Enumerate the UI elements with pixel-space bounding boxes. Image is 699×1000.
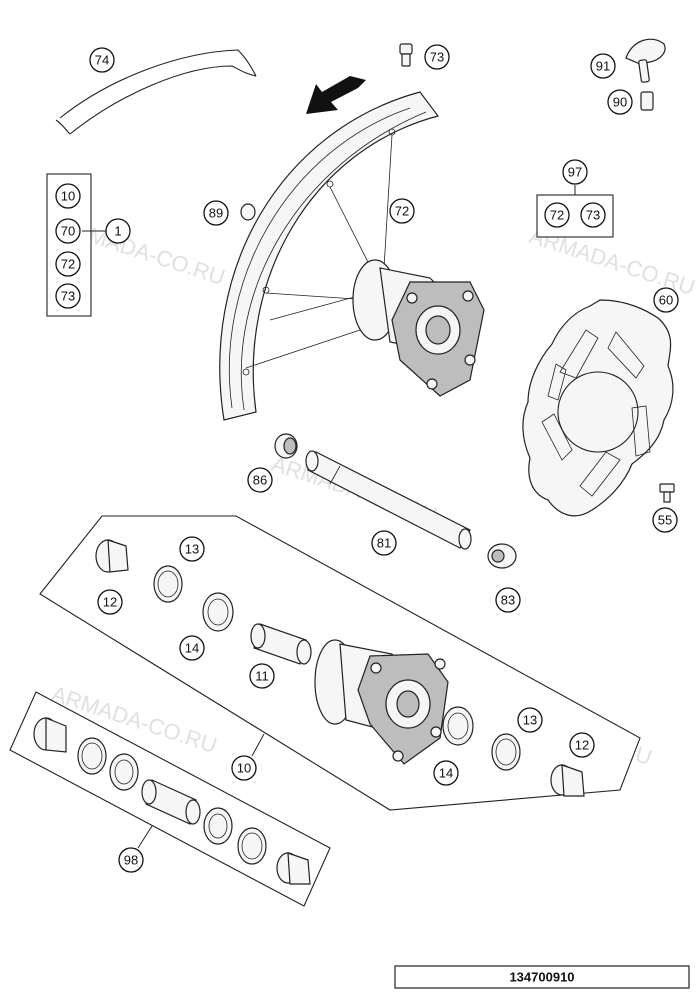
callout-83[interactable]: 83 — [495, 587, 521, 613]
svg-text:97: 97 — [568, 165, 582, 180]
svg-text:10: 10 — [237, 761, 251, 776]
callout-73-valve[interactable]: 73 — [424, 44, 450, 70]
callout-10-hub[interactable]: 10 — [231, 755, 257, 781]
valve-part — [399, 43, 413, 67]
callout-55[interactable]: 55 — [652, 507, 678, 533]
callout-72-kit[interactable]: 72 — [544, 202, 570, 228]
bearing-kit-right-parts — [442, 706, 585, 797]
svg-text:55: 55 — [658, 513, 672, 528]
callout-10-side[interactable]: 10 — [55, 183, 81, 209]
rim-tape-part — [55, 49, 257, 135]
callout-72-rim[interactable]: 72 — [389, 198, 415, 224]
callout-12-left[interactable]: 12 — [97, 589, 123, 615]
spacer-part — [487, 543, 517, 569]
plug-part — [240, 203, 256, 221]
wheel-rim-part — [219, 91, 440, 421]
callout-91[interactable]: 91 — [590, 53, 616, 79]
svg-text:12: 12 — [103, 595, 117, 610]
callout-97[interactable]: 97 — [562, 159, 588, 185]
callout-73-side[interactable]: 73 — [55, 283, 81, 309]
svg-text:74: 74 — [95, 53, 109, 68]
bearing-kit-parts — [33, 717, 311, 885]
svg-text:81: 81 — [377, 536, 391, 551]
rotation-arrow-icon — [306, 76, 366, 114]
wheel-hub-part — [352, 259, 485, 397]
callout-1[interactable]: 1 — [105, 218, 131, 244]
hub-body-part — [314, 639, 449, 765]
svg-text:90: 90 — [613, 95, 627, 110]
callout-72-side[interactable]: 72 — [55, 251, 81, 277]
svg-text:72: 72 — [550, 208, 564, 223]
callout-74[interactable]: 74 — [89, 47, 115, 73]
reference-number: 134700910 — [509, 970, 574, 985]
svg-text:13: 13 — [185, 542, 199, 557]
svg-text:14: 14 — [439, 766, 453, 781]
callout-60[interactable]: 60 — [653, 287, 679, 313]
bearing-kit-left-parts — [95, 539, 312, 665]
svg-text:91: 91 — [596, 59, 610, 74]
callout-70-side[interactable]: 70 — [55, 218, 81, 244]
callout-12-right[interactable]: 12 — [569, 732, 595, 758]
svg-text:86: 86 — [253, 473, 267, 488]
svg-text:13: 13 — [523, 713, 537, 728]
spoke-nipple-part — [640, 91, 654, 111]
svg-text:72: 72 — [395, 204, 409, 219]
svg-text:12: 12 — [575, 738, 589, 753]
callout-13-left[interactable]: 13 — [179, 536, 205, 562]
seal-part — [274, 433, 298, 459]
callout-81[interactable]: 81 — [371, 530, 397, 556]
svg-text:98: 98 — [124, 853, 138, 868]
spoke-wrench-part — [625, 38, 666, 83]
callout-98[interactable]: 98 — [118, 847, 144, 873]
disc-bolt-part — [659, 483, 675, 503]
callout-90[interactable]: 90 — [607, 89, 633, 115]
svg-text:83: 83 — [501, 593, 515, 608]
svg-text:10: 10 — [61, 189, 75, 204]
svg-text:1: 1 — [114, 224, 121, 239]
brake-disc-part — [522, 299, 674, 517]
svg-text:14: 14 — [185, 641, 199, 656]
callout-14-left[interactable]: 14 — [179, 635, 205, 661]
svg-text:60: 60 — [659, 293, 673, 308]
callout-89[interactable]: 89 — [203, 200, 229, 226]
leader-line — [137, 825, 153, 849]
svg-text:11: 11 — [255, 669, 269, 684]
svg-text:73: 73 — [61, 289, 75, 304]
callout-86[interactable]: 86 — [247, 467, 273, 493]
callout-73-kit[interactable]: 73 — [580, 202, 606, 228]
svg-text:73: 73 — [586, 208, 600, 223]
svg-text:72: 72 — [61, 257, 75, 272]
svg-text:70: 70 — [61, 224, 75, 239]
callout-11[interactable]: 11 — [249, 663, 275, 689]
svg-text:89: 89 — [209, 206, 223, 221]
leader-line — [251, 733, 265, 757]
reference-number-box — [394, 965, 690, 989]
svg-text:73: 73 — [430, 50, 444, 65]
callout-13-right[interactable]: 13 — [517, 707, 543, 733]
callout-14-right[interactable]: 14 — [433, 760, 459, 786]
axle-part — [305, 450, 472, 550]
